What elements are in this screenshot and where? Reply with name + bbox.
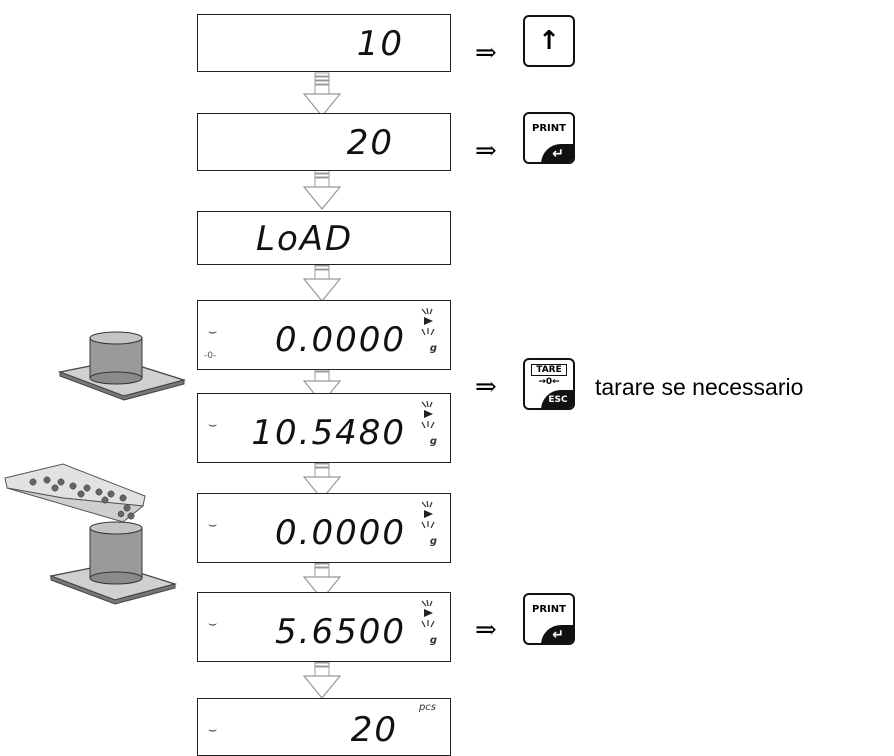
tare-key[interactable]: TARE →0← ESC [523, 358, 575, 410]
display-value: 20 [346, 123, 394, 163]
display-value: LoAD [256, 219, 354, 259]
stable-indicator-icon: ⌣ [208, 324, 218, 340]
zero-arrows-label: →0← [538, 377, 560, 387]
zero-indicator: -0- [204, 351, 217, 361]
stable-indicator-icon: ⌣ [208, 517, 218, 533]
implies-symbol-3: ⇒ [475, 372, 497, 402]
stability-arrow-icon [421, 400, 435, 429]
up-key[interactable]: ↑ [523, 15, 575, 67]
display-value: 20 [350, 710, 398, 750]
esc-label: ESC [541, 390, 573, 408]
print-label: PRINT [532, 123, 566, 134]
print-label: PRINT [532, 604, 566, 615]
stable-indicator-icon: ⌣ [208, 722, 218, 738]
arrow-up-icon: ↑ [538, 26, 560, 56]
display-value: 5.6500 [275, 612, 406, 652]
enter-icon: ↵ [541, 144, 573, 162]
scale-with-container-illustration [57, 331, 187, 401]
stable-indicator-icon: ⌣ [208, 616, 218, 632]
tare-label: TARE [531, 364, 567, 376]
display-value: 10 [356, 24, 404, 64]
stability-arrow-icon [421, 599, 435, 628]
lcd-display-1: 10 [197, 14, 451, 72]
flow-arrow-2 [303, 165, 341, 210]
lcd-display-5: ⌣ 10.5480 g [197, 393, 451, 463]
stable-indicator-icon: ⌣ [208, 417, 218, 433]
print-key[interactable]: PRINT ↵ [523, 593, 575, 645]
print-key[interactable]: PRINT ↵ [523, 112, 575, 164]
unit-label: g [429, 536, 437, 547]
lcd-display-2: 20 [197, 113, 451, 171]
flow-arrow-1 [303, 72, 341, 117]
unit-label: pcs [418, 702, 436, 713]
pouring-items-illustration [4, 463, 178, 605]
stability-arrow-icon [421, 307, 435, 336]
enter-icon: ↵ [541, 625, 573, 643]
lcd-display-3: LoAD [197, 211, 451, 265]
implies-symbol-2: ⇒ [475, 136, 497, 166]
unit-label: g [429, 343, 437, 354]
lcd-display-4: ⌣ -0- 0.0000 g [197, 300, 451, 370]
tare-note: tarare se necessario [595, 374, 804, 400]
implies-symbol-1: ⇒ [475, 38, 497, 68]
display-value: 10.5480 [251, 413, 406, 453]
display-value: 0.0000 [275, 320, 406, 360]
lcd-display-6: ⌣ 0.0000 g [197, 493, 451, 563]
unit-label: g [429, 436, 437, 447]
unit-label: g [429, 635, 437, 646]
implies-symbol-4: ⇒ [475, 615, 497, 645]
display-value: 0.0000 [275, 513, 406, 553]
lcd-display-7: ⌣ 5.6500 g [197, 592, 451, 662]
stability-arrow-icon [421, 500, 435, 529]
lcd-display-8: ⌣ 20 pcs [197, 698, 451, 756]
